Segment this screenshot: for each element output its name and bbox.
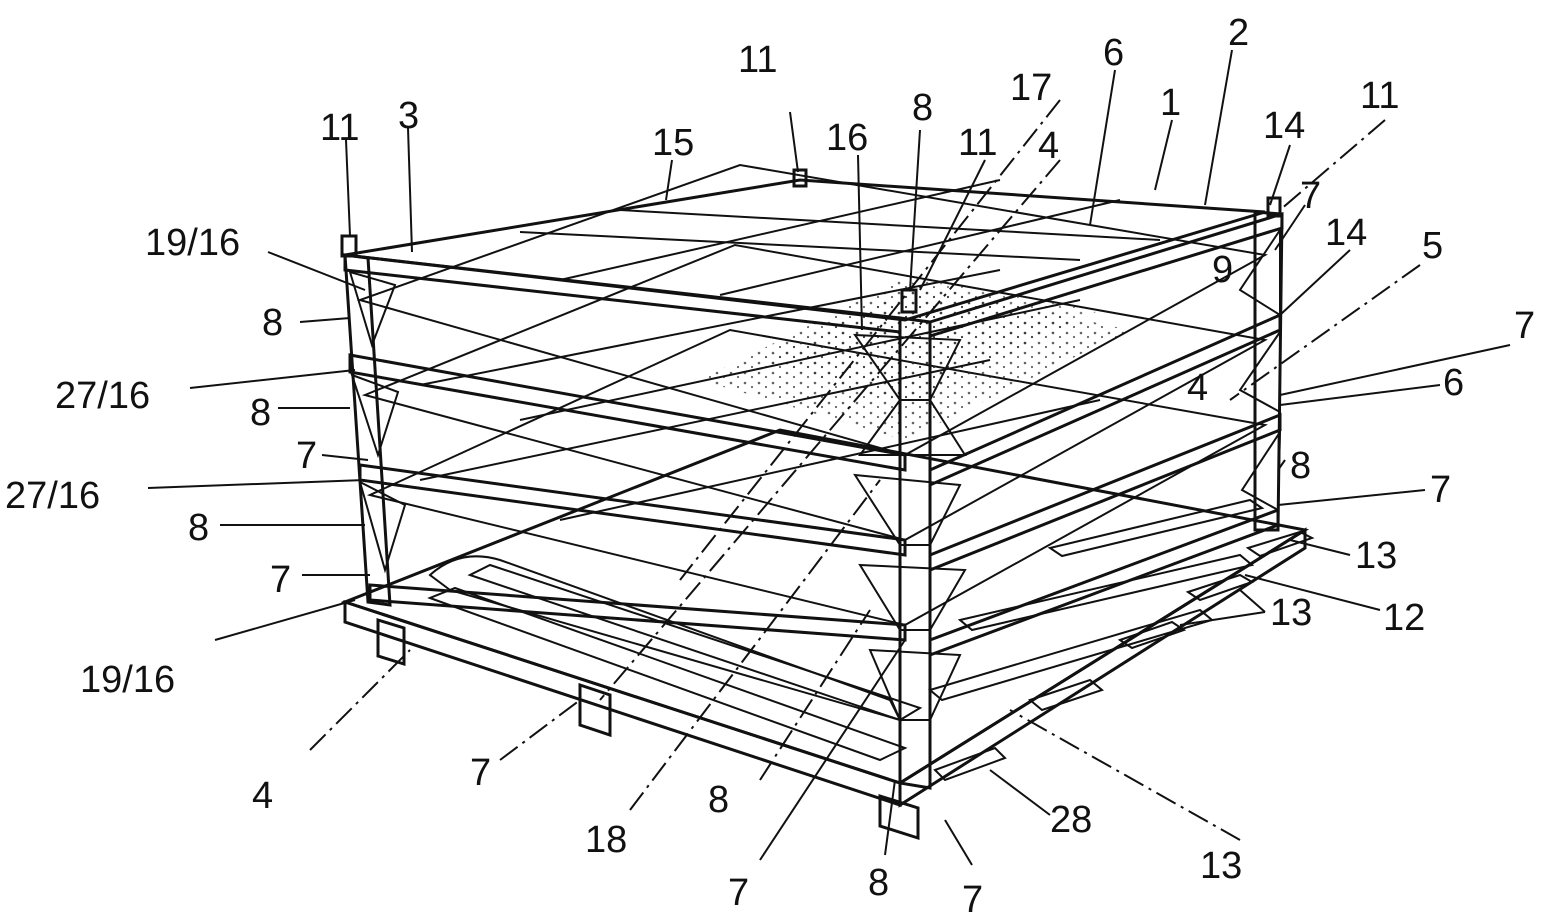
gusset-front-3 <box>853 473 962 546</box>
label-27-16-a: 27/16 <box>55 375 150 417</box>
label-28: 28 <box>1050 799 1092 841</box>
lug-right <box>1266 196 1282 218</box>
label-7-bottom-c: 7 <box>962 879 983 921</box>
shelf-middle <box>361 243 1268 542</box>
shelf-bottom <box>366 328 1268 627</box>
label-7-right1: 7 <box>1514 305 1535 347</box>
pad-13-b <box>1185 573 1255 602</box>
label-7-bottom-b: 7 <box>728 872 749 914</box>
label-17: 17 <box>1010 67 1052 109</box>
gusset-right-3 <box>1240 428 1282 512</box>
label-13-right2: 13 <box>1270 592 1312 634</box>
lug-back <box>792 168 808 188</box>
reference-numerals: 11 11 3 15 16 8 17 11 4 6 2 1 11 14 7 14… <box>5 12 1535 921</box>
label-12: 12 <box>1383 597 1425 639</box>
label-5: 5 <box>1422 225 1443 267</box>
gusset-front-2 <box>858 399 967 456</box>
runner-back <box>467 563 923 722</box>
pad-13-a <box>1245 530 1315 558</box>
label-7-left1: 7 <box>296 435 317 477</box>
label-7-bottom-a: 7 <box>470 752 491 794</box>
label-13-right1: 13 <box>1355 535 1397 577</box>
post-front <box>898 316 932 790</box>
pad-28 <box>933 746 1007 782</box>
label-9: 9 <box>1212 249 1233 291</box>
top-lid <box>344 178 1266 322</box>
pallet-foot-front <box>878 793 920 841</box>
label-11-top-center: 11 <box>738 39 777 81</box>
gusset-left-1 <box>348 270 397 349</box>
label-8-bottom-a: 8 <box>708 779 729 821</box>
pallet-foot-left <box>376 617 406 667</box>
label-8-bottom-b: 8 <box>868 862 889 904</box>
label-1: 1 <box>1160 82 1181 124</box>
label-18: 18 <box>585 819 627 861</box>
label-11-left: 11 <box>320 107 359 149</box>
label-6-top: 6 <box>1103 32 1124 74</box>
gusset-right-1 <box>1238 226 1281 317</box>
label-4-top: 4 <box>1038 125 1059 167</box>
gusset-left-3 <box>358 480 407 574</box>
gusset-front-5 <box>868 648 962 721</box>
label-4-bottom: 4 <box>252 775 273 817</box>
gusset-front-4 <box>858 563 967 631</box>
label-15: 15 <box>652 122 694 164</box>
pad-13-c <box>1117 620 1187 650</box>
label-11-mid: 11 <box>958 122 997 164</box>
label-8-left3: 8 <box>188 507 209 549</box>
runner-right2 <box>957 553 1255 632</box>
label-27-16-b: 27/16 <box>5 475 100 517</box>
label-6-right: 6 <box>1443 362 1464 404</box>
pad-13-d <box>1027 678 1105 712</box>
label-19-16-bottom: 19/16 <box>80 659 175 701</box>
label-14-mid: 14 <box>1325 212 1367 254</box>
label-13-bottom: 13 <box>1200 845 1242 887</box>
label-16-top: 16 <box>826 117 868 159</box>
pallet-foot-mid <box>578 682 612 738</box>
label-2: 2 <box>1228 12 1249 54</box>
label-8-left1: 8 <box>262 302 283 344</box>
leader-lines <box>147 49 1511 866</box>
label-7-left2: 7 <box>270 559 291 601</box>
label-19-16-top: 19/16 <box>145 222 240 264</box>
label-14-top: 14 <box>1263 105 1305 147</box>
label-3: 3 <box>398 95 419 137</box>
label-8-top: 8 <box>912 87 933 129</box>
label-8-right: 8 <box>1290 445 1311 487</box>
label-4-right: 4 <box>1187 367 1208 409</box>
label-7-top-right: 7 <box>1300 175 1321 217</box>
pallet-base <box>340 428 1315 841</box>
label-7-right2: 7 <box>1430 469 1451 511</box>
gusset-right-2 <box>1238 328 1281 414</box>
label-11-right: 11 <box>1360 75 1399 117</box>
gusset-left-2 <box>350 373 400 459</box>
frame <box>340 168 1284 790</box>
label-8-left2: 8 <box>250 392 271 434</box>
runner-right1 <box>1047 498 1265 558</box>
